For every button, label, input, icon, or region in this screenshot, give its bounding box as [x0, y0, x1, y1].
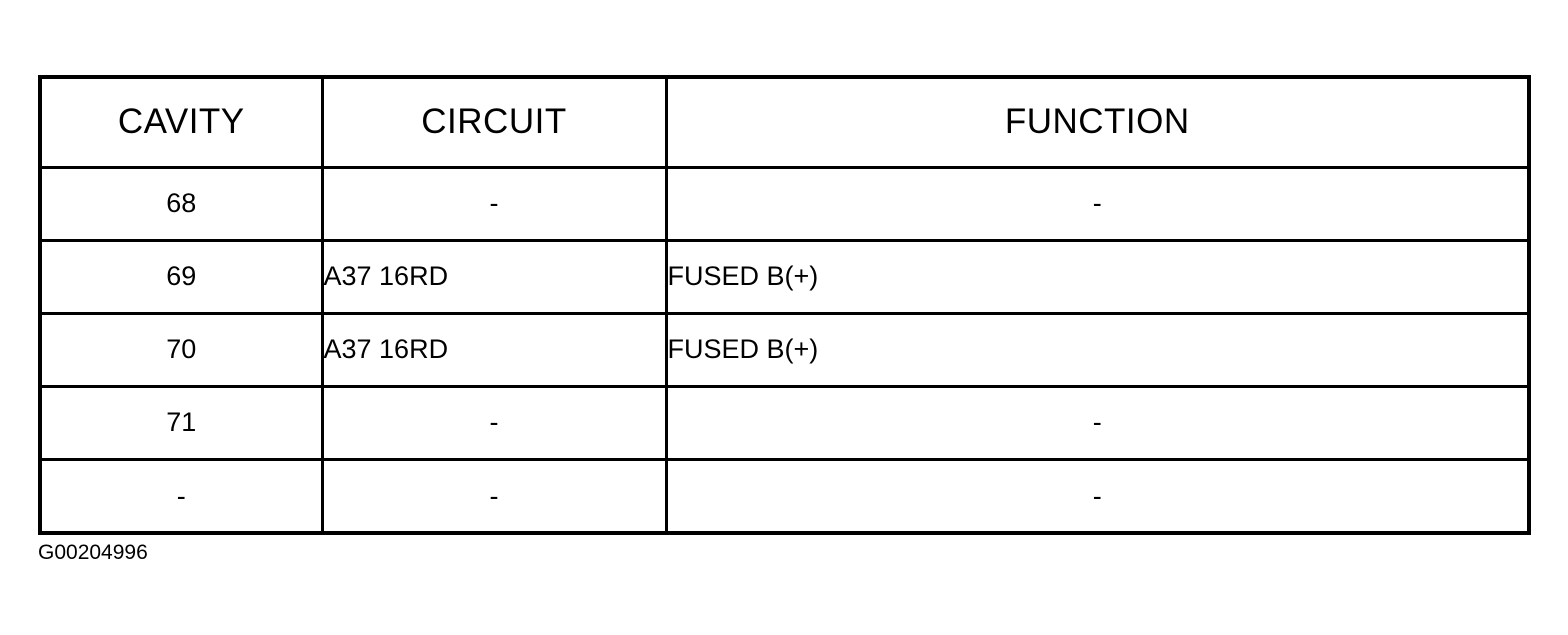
- circuit-cell: -: [320, 384, 668, 461]
- cavity-cell: -: [42, 457, 324, 532]
- function-cell: -: [664, 165, 1527, 242]
- cavity-cell: 71: [42, 384, 324, 461]
- circuit-cell: A37 16RD: [320, 311, 668, 388]
- cavity-cell: 70: [42, 311, 324, 388]
- function-cell: FUSED B(+): [664, 238, 1527, 315]
- table-header-row: CAVITY CIRCUIT FUNCTION: [42, 79, 1527, 169]
- table-row: - - -: [42, 457, 1527, 532]
- header-cavity: CAVITY: [42, 79, 324, 169]
- table-row: 68 - -: [42, 165, 1527, 242]
- cavity-cell: 69: [42, 238, 324, 315]
- function-cell: -: [664, 384, 1527, 461]
- function-cell: FUSED B(+): [664, 311, 1527, 388]
- connector-pinout-table-frame: CAVITY CIRCUIT FUNCTION 68 - - 69 A37 16…: [38, 75, 1531, 535]
- table-row: 69 A37 16RD FUSED B(+): [42, 238, 1527, 315]
- connector-pinout-table: CAVITY CIRCUIT FUNCTION 68 - - 69 A37 16…: [42, 79, 1527, 532]
- figure-id-label: G00204996: [38, 541, 148, 564]
- circuit-cell: -: [320, 165, 668, 242]
- table-row: 70 A37 16RD FUSED B(+): [42, 311, 1527, 388]
- header-circuit: CIRCUIT: [320, 79, 668, 169]
- cavity-cell: 68: [42, 165, 324, 242]
- header-function: FUNCTION: [664, 79, 1527, 169]
- table-row: 71 - -: [42, 384, 1527, 461]
- circuit-cell: -: [320, 457, 668, 532]
- function-cell: -: [664, 457, 1527, 532]
- circuit-cell: A37 16RD: [320, 238, 668, 315]
